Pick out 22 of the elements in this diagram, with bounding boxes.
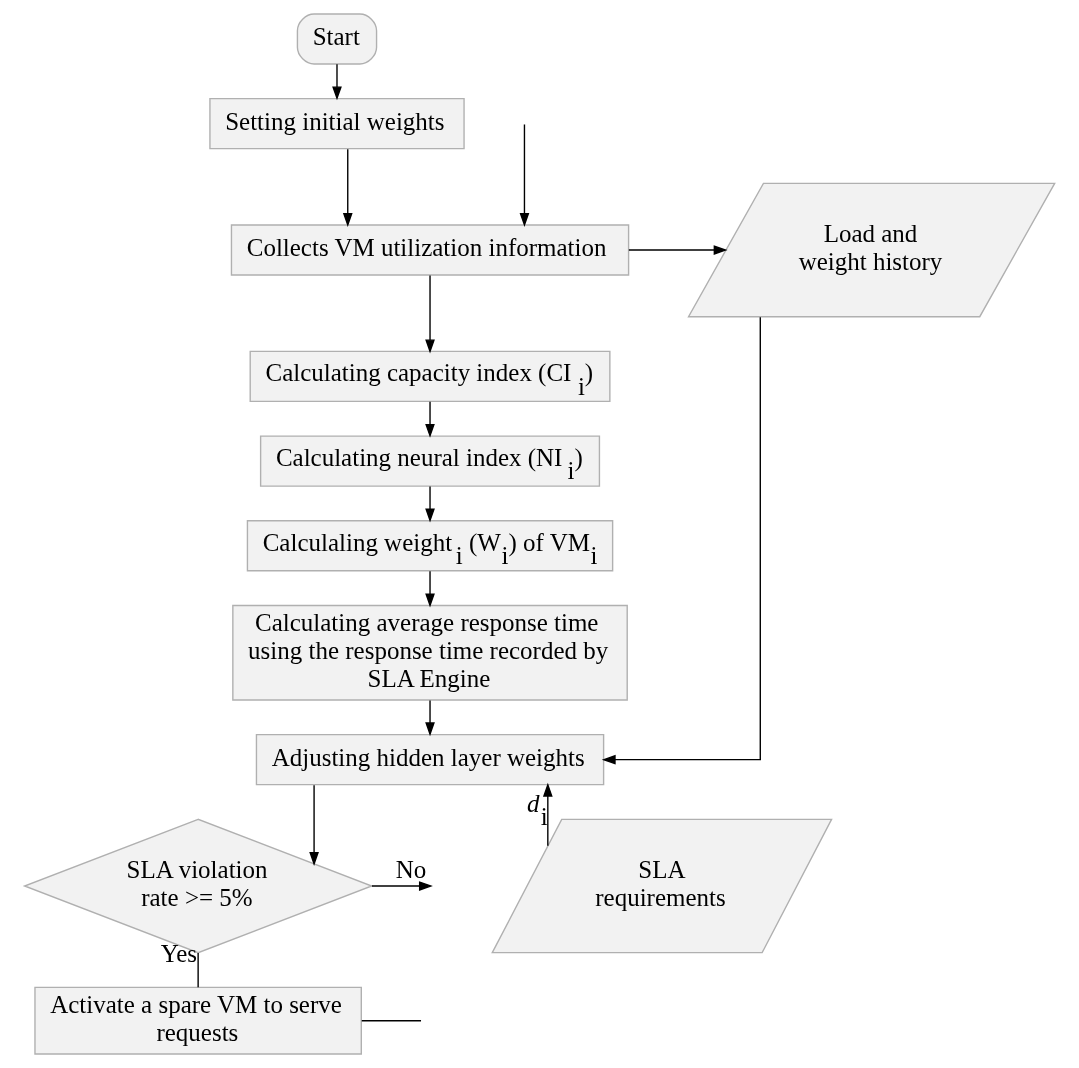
node-box: Adjusting hidden layer weights (255, 733, 605, 786)
arrow (309, 784, 319, 866)
node-box: Activate a spare VM to serve requests (34, 986, 362, 1055)
connector (361, 1020, 422, 1022)
arrow (425, 401, 435, 438)
arrow (342, 148, 353, 228)
node-box: Calculating average response time using the response time recorded by SLA Engine (232, 604, 628, 701)
arrow (542, 782, 553, 847)
edge-label: No (395, 856, 427, 884)
arrow (425, 274, 435, 354)
arrow (371, 881, 433, 891)
arrow (628, 245, 728, 255)
node-box: Collects VM utilization information (230, 224, 630, 276)
arrow (425, 699, 435, 737)
node-box: Setting initial weights (209, 97, 465, 150)
arrow (425, 485, 435, 523)
arrow (425, 570, 435, 608)
arrow (332, 63, 342, 101)
arrow (519, 123, 530, 227)
arrow (601, 316, 761, 765)
node-box: Start (296, 13, 378, 65)
connector (197, 952, 199, 988)
